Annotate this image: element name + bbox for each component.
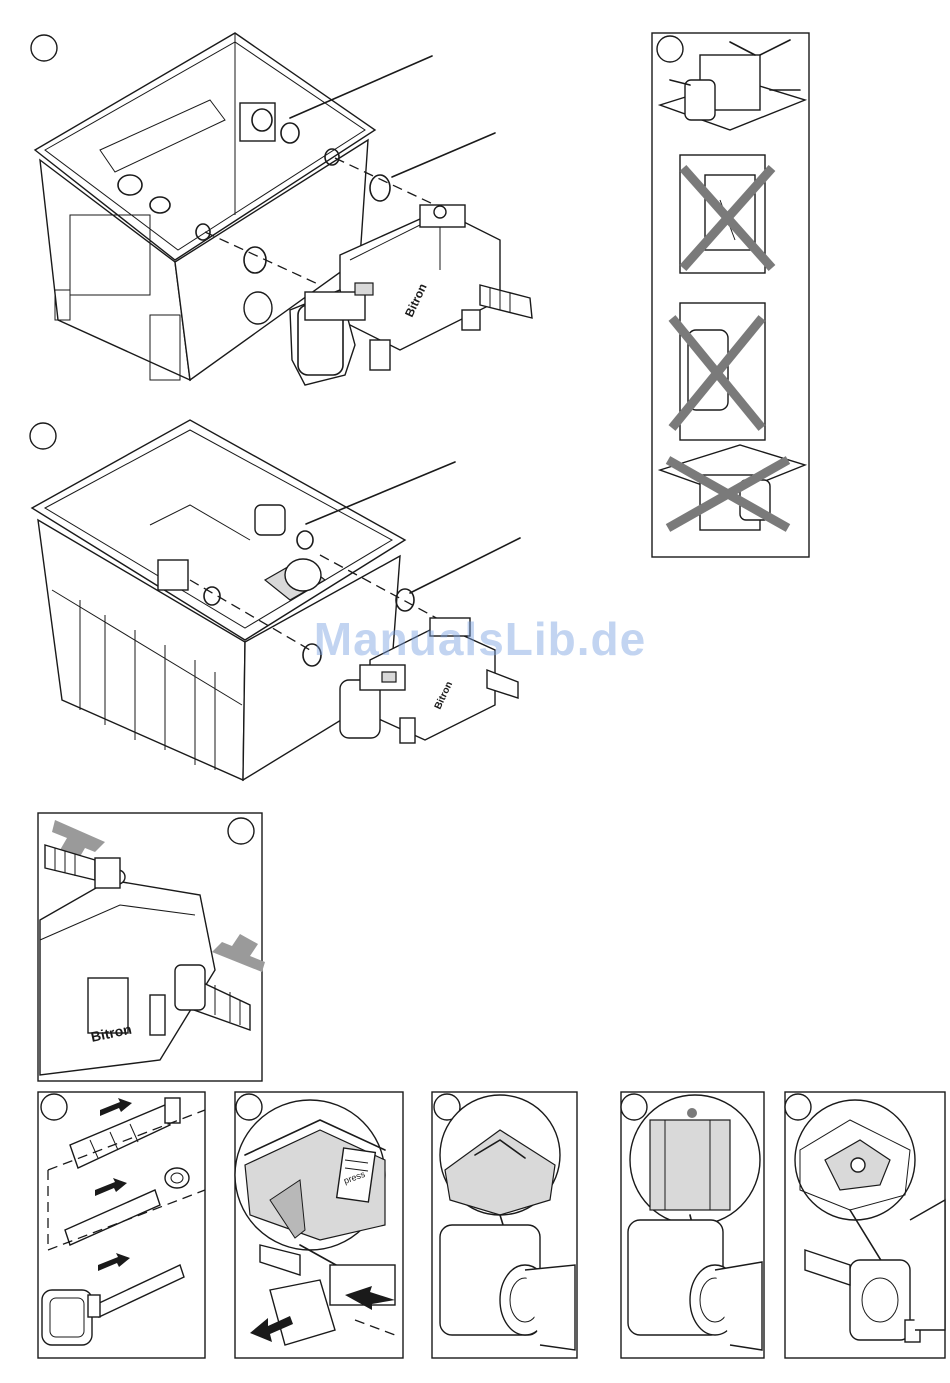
figure-5-assembly bbox=[38, 1092, 205, 1358]
watermark: ManualsLib.de bbox=[290, 612, 670, 666]
figure-7-seal-detail bbox=[432, 1092, 577, 1358]
figure-4-flow-direction: Bitron bbox=[38, 813, 265, 1081]
figure-5-number-circle bbox=[41, 1094, 67, 1120]
figure-3-filter-box-variant: Bitron bbox=[30, 420, 520, 780]
figure-9-number-circle bbox=[785, 1094, 811, 1120]
figure-8-quartz-sleeve-detail bbox=[621, 1092, 764, 1358]
figure-6-press-release: press bbox=[235, 1092, 403, 1358]
figure-1-number-circle bbox=[31, 35, 57, 61]
figure-1-filter-box-with-uvc: Bitron bbox=[31, 33, 532, 385]
figure-4-number-circle bbox=[228, 818, 254, 844]
figure-3-number-circle bbox=[30, 423, 56, 449]
figure-2-number-circle bbox=[657, 36, 683, 62]
figure-6-number-circle bbox=[236, 1094, 262, 1120]
figure-8-number-circle bbox=[621, 1094, 647, 1120]
figure-9-button-detail bbox=[785, 1092, 945, 1358]
figure-2-mounting-orientations bbox=[652, 33, 809, 557]
